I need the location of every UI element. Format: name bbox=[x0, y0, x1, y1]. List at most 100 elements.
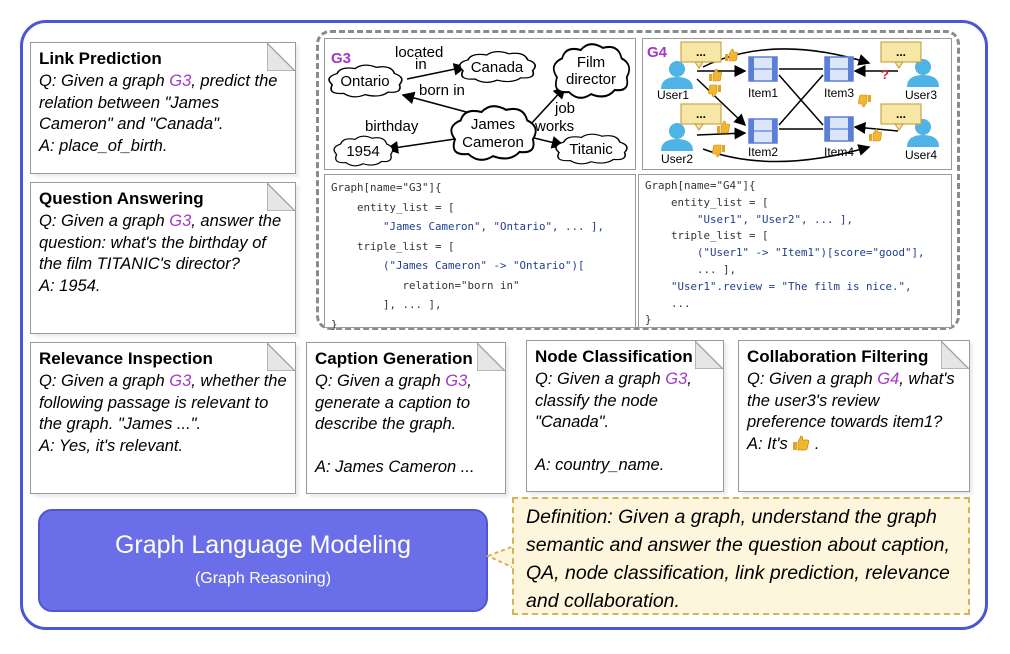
page-fold bbox=[941, 341, 969, 369]
card-title: Link Prediction bbox=[39, 49, 162, 68]
bubble-text: ... bbox=[696, 45, 706, 59]
node-ontario: Ontario bbox=[340, 73, 389, 90]
g4-graph-panel: G4 User1 User2 User3 User4 Item1 Item2 I… bbox=[642, 38, 952, 170]
user3-icon bbox=[907, 59, 939, 87]
question-suffix: , whether the following passage is relev… bbox=[39, 372, 287, 433]
graph-ref: G3 bbox=[665, 370, 688, 388]
main-subtitle: (Graph Reasoning) bbox=[194, 570, 332, 587]
code-line: ("User1" -> "Item1")[score="good"], bbox=[645, 246, 925, 260]
card-title: Question Answering bbox=[39, 189, 204, 208]
user4-label: User4 bbox=[905, 148, 937, 162]
main-title: Graph Language Modeling bbox=[114, 531, 412, 559]
g3-label: G3 bbox=[331, 50, 351, 67]
g4-graph-svg: G4 User1 User2 User3 User4 Item1 Item2 I… bbox=[647, 41, 939, 166]
relevance-inspection-card: Relevance Inspection Q: Given a graph G3… bbox=[30, 342, 296, 494]
node-canada: Canada bbox=[471, 59, 524, 76]
code-line: entity_list = [ bbox=[645, 195, 769, 209]
item2-label: Item2 bbox=[748, 145, 778, 159]
question-prefix: Q: Given a graph bbox=[535, 370, 666, 388]
bubble-text: ... bbox=[896, 45, 906, 59]
edge-user2-item4 bbox=[702, 144, 871, 163]
g3-code-panel: Graph[name="G3"]{ entity_list = [ "James… bbox=[324, 174, 636, 331]
graph-ref: G4 bbox=[877, 370, 900, 388]
code-line: "User1", "User2", ... ], bbox=[645, 212, 854, 226]
code-line: ... bbox=[645, 296, 691, 310]
user1-icon bbox=[661, 61, 693, 89]
code-line: ("James Cameron" -> "Ontario")[ bbox=[331, 259, 585, 272]
item3-label: Item3 bbox=[824, 86, 854, 100]
answer: A: place_of_birth. bbox=[39, 136, 168, 155]
graph-examples-group bbox=[316, 30, 960, 330]
answer: A: Yes, it's relevant. bbox=[39, 436, 184, 455]
answer: A: James Cameron ... bbox=[315, 458, 475, 476]
user2-icon bbox=[661, 123, 693, 151]
g4-label: G4 bbox=[647, 44, 668, 61]
link-prediction-card: Link Prediction Q: Given a graph G3, pre… bbox=[30, 42, 296, 174]
thumbs-down-icon bbox=[858, 94, 872, 108]
question-suffix: , generate a caption to describe the gra… bbox=[315, 372, 472, 433]
page-fold bbox=[695, 341, 723, 369]
node-titanic: Titanic bbox=[569, 141, 613, 158]
edge-job bbox=[529, 85, 567, 126]
item2-icon bbox=[748, 118, 778, 144]
node-james-cameron-cloud bbox=[450, 105, 537, 161]
bubble-text: ... bbox=[696, 107, 706, 121]
edge-located-in bbox=[406, 63, 467, 80]
thumbs-up-icon bbox=[724, 48, 738, 62]
caption-generation-card: Caption Generation Q: Given a graph G3, … bbox=[306, 342, 506, 494]
answer-prefix: A: It's bbox=[747, 434, 793, 453]
edge-birthday bbox=[385, 138, 456, 154]
card-title: Caption Generation bbox=[315, 349, 473, 368]
node-1954: 1954 bbox=[346, 143, 379, 160]
code-line: entity_list = [ bbox=[331, 200, 455, 214]
page-fold bbox=[267, 43, 295, 71]
question-answering-card: Question Answering Q: Given a graph G3, … bbox=[30, 182, 296, 334]
code-line: } bbox=[331, 317, 338, 331]
edge-label-birthday: birthday bbox=[365, 118, 419, 135]
question-prefix: Q: Given a graph bbox=[39, 212, 170, 230]
item4-label: Item4 bbox=[824, 145, 854, 159]
code-line: ], ... ], bbox=[331, 298, 442, 311]
code-line: Graph[name="G4"]{ bbox=[645, 179, 756, 192]
answer-suffix: . bbox=[810, 434, 820, 453]
card-body: Q: Given a graph G3, classify the node "… bbox=[535, 369, 715, 477]
card-title: Relevance Inspection bbox=[39, 349, 213, 368]
item3-icon bbox=[824, 56, 854, 82]
code-line: relation="born in" bbox=[331, 278, 520, 292]
card-body: Q: Given a graph G3, whether the followi… bbox=[39, 371, 287, 457]
graph-ref: G3 bbox=[169, 72, 192, 90]
edge-item1-item4 bbox=[778, 74, 824, 126]
card-title: Node Classification bbox=[535, 347, 693, 366]
item1-icon bbox=[748, 56, 778, 82]
bubble-text: ... bbox=[896, 107, 906, 121]
page-fold bbox=[267, 183, 295, 211]
graph-ref: G3 bbox=[169, 372, 192, 390]
question-prefix: Q: Given a graph bbox=[39, 372, 170, 390]
card-body: Q: Given a graph G3, generate a caption … bbox=[315, 371, 497, 479]
graph-language-modeling-box: Graph Language Modeling (Graph Reasoning… bbox=[38, 509, 488, 612]
question-suffix: , classify the node "Canada". bbox=[535, 370, 692, 431]
thumbs-up-icon bbox=[868, 128, 882, 142]
thumbs-up-icon bbox=[793, 435, 810, 450]
code-line: Graph[name="G3"]{ bbox=[331, 181, 442, 194]
page-fold bbox=[477, 343, 505, 371]
question-mark-icon: ? bbox=[881, 67, 889, 82]
collaboration-filtering-card: Collaboration Filtering Q: Given a graph… bbox=[738, 340, 970, 492]
question-prefix: Q: Given a graph bbox=[747, 370, 878, 388]
edge-label-born-in: born in bbox=[419, 82, 465, 99]
edge-user2-item2 bbox=[696, 127, 747, 140]
answer: A: country_name. bbox=[535, 456, 665, 474]
user1-label: User1 bbox=[657, 88, 689, 102]
code-line: "User1".review = "The film is nice.", bbox=[645, 279, 912, 293]
edge-user1-item2 bbox=[696, 78, 747, 127]
item1-label: Item1 bbox=[748, 86, 778, 100]
item4-icon bbox=[824, 116, 854, 142]
card-title: Collaboration Filtering bbox=[747, 347, 929, 366]
question-suffix: , answer the question: what's the birthd… bbox=[39, 212, 282, 273]
card-body: Q: Given a graph G3, predict the relatio… bbox=[39, 71, 287, 157]
code-line: } bbox=[645, 313, 652, 327]
thumbs-down-icon bbox=[708, 84, 722, 98]
